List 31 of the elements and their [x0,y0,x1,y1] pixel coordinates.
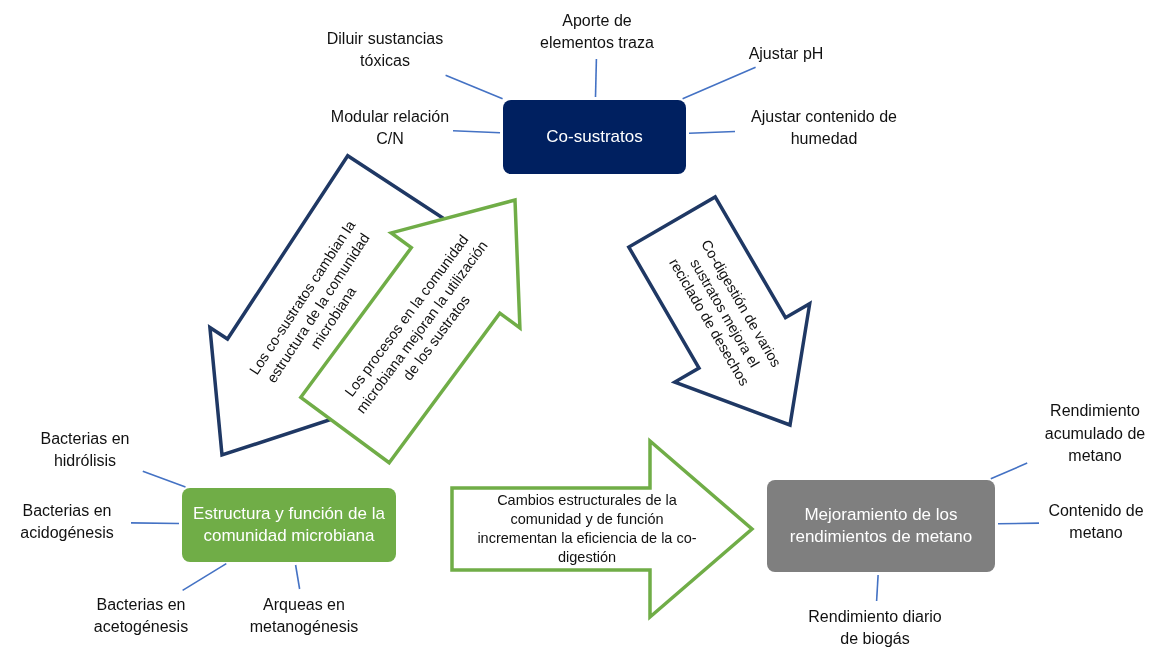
leader-line [594,58,598,98]
text-label: Ajustar contenido de humedad [738,104,910,152]
leader-line [452,130,501,134]
leader-line [681,66,757,100]
leader-line [294,564,301,590]
process-box: Co-sustratos [503,100,686,174]
block-arrow [298,197,522,466]
text-label: Ajustar pH [738,42,834,66]
block-arrow [450,437,755,621]
text-label: Bacterias en hidrólisis [30,426,140,474]
leader-line [444,74,504,100]
leader-line [130,522,180,525]
text-label: Rendimiento diario de biogás [808,604,942,652]
leader-line [688,130,736,135]
leader-line [142,470,187,488]
process-box: Estructura y función de la comunidad microbiana [182,488,396,562]
leader-line [997,522,1040,525]
process-box: Mejoramiento de los rendimientos de metano [767,480,995,572]
text-label: Diluir sustancias tóxicas [315,26,455,74]
text-label: Modular relación C/N [330,104,450,152]
leader-line [181,562,228,592]
leader-line [875,574,879,602]
text-label: Bacterias en acidogénesis [6,498,128,546]
text-label: Contenido de metano [1042,498,1150,546]
leader-line [990,462,1028,480]
block-arrow [626,194,812,428]
text-label: Arqueas en metanogénesis [236,592,372,640]
text-label: Aporte de elementos traza [527,8,667,56]
edge-label: Cambios estructurales de la comunidad y de función incrementan la eficiencia de la co-digestión [476,491,698,567]
text-label: Bacterias en acetogénesis [78,592,204,640]
text-label: Rendimiento acumulado de metano [1030,398,1156,470]
